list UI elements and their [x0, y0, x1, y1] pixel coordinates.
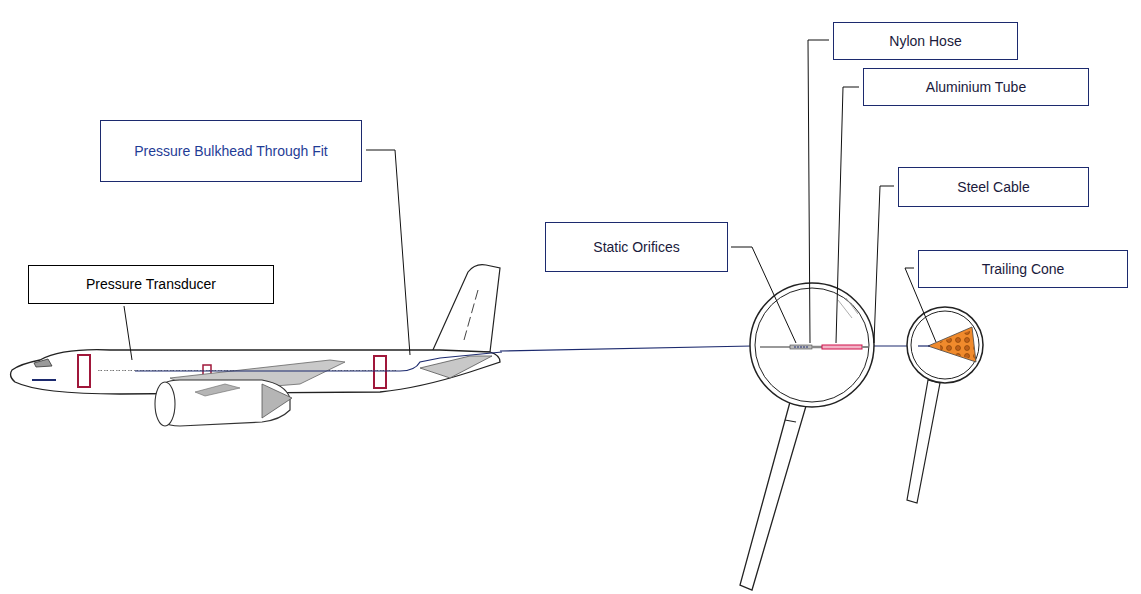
callout-label: Nylon Hose	[889, 33, 961, 50]
callout-box: Pressure Bulkhead Through Fit	[100, 120, 362, 182]
callout-box: Static Orifices	[545, 222, 728, 272]
callout-label: Aluminium Tube	[926, 79, 1026, 96]
callout-box: Aluminium Tube	[863, 68, 1089, 106]
callout-box: Steel Cable	[898, 167, 1089, 207]
trailing-cone	[928, 327, 976, 362]
leader-lines	[124, 40, 936, 360]
callout-box: Nylon Hose	[833, 22, 1018, 60]
magnifier	[740, 283, 874, 590]
callout-label: Trailing Cone	[982, 261, 1065, 278]
callout-label: Static Orifices	[593, 239, 679, 256]
callout-box: Pressure Transducer	[28, 265, 274, 304]
callout-label: Steel Cable	[957, 179, 1029, 196]
callout-box: Trailing Cone	[918, 250, 1128, 288]
callout-label: Pressure Bulkhead Through Fit	[134, 143, 328, 160]
airplane	[11, 265, 908, 426]
callout-label: Pressure Transducer	[86, 276, 216, 293]
magnifier	[907, 307, 983, 503]
